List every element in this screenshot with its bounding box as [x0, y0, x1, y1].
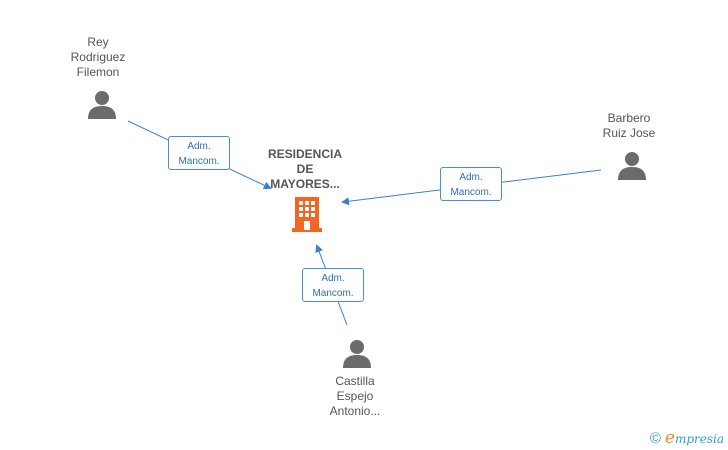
building-icon[interactable]	[292, 196, 322, 232]
person-icon[interactable]	[342, 338, 372, 368]
person-name-barbero[interactable]: Barbero Ruiz Jose	[569, 111, 689, 141]
role-line: Adm.	[187, 141, 211, 152]
person-name-line: Espejo	[336, 389, 374, 403]
role-line: Adm.	[459, 172, 483, 183]
person-icon[interactable]	[87, 89, 117, 119]
person-name-line: Castilla	[335, 374, 375, 388]
person-name-rey[interactable]: Rey Rodriguez Filemon	[38, 35, 158, 80]
role-line: Mancom.	[450, 187, 492, 198]
role-box-rey[interactable]: Adm. Mancom.	[168, 136, 230, 170]
person-name-line: Ruiz Jose	[602, 126, 656, 140]
company-name-line-3: MAYORES...	[270, 177, 340, 191]
person-name-castilla[interactable]: Castilla Espejo Antonio...	[295, 374, 415, 419]
person-name-line: Rodriguez	[70, 50, 126, 64]
person-name-line: Barbero	[607, 111, 651, 125]
person-icon[interactable]	[617, 150, 647, 180]
person-name-line: Rey	[87, 35, 109, 49]
company-name-line-2: DE	[296, 162, 314, 176]
role-line: Mancom.	[312, 288, 354, 299]
empresia-watermark: © empresia	[650, 428, 724, 448]
copyright-icon: ©	[649, 429, 661, 447]
company-name-line-1: RESIDENCIA	[267, 147, 342, 161]
brand-logo-initial: e	[664, 428, 675, 448]
company-name[interactable]: RESIDENCIA DE MAYORES...	[245, 147, 365, 192]
brand-logo-text: mpresia	[674, 432, 724, 446]
role-line: Mancom.	[178, 156, 220, 167]
role-box-barbero[interactable]: Adm. Mancom.	[440, 167, 502, 201]
person-name-line: Filemon	[76, 65, 120, 79]
person-name-line: Antonio...	[329, 404, 381, 418]
role-box-castilla[interactable]: Adm. Mancom.	[302, 268, 364, 302]
role-line: Adm.	[321, 273, 345, 284]
